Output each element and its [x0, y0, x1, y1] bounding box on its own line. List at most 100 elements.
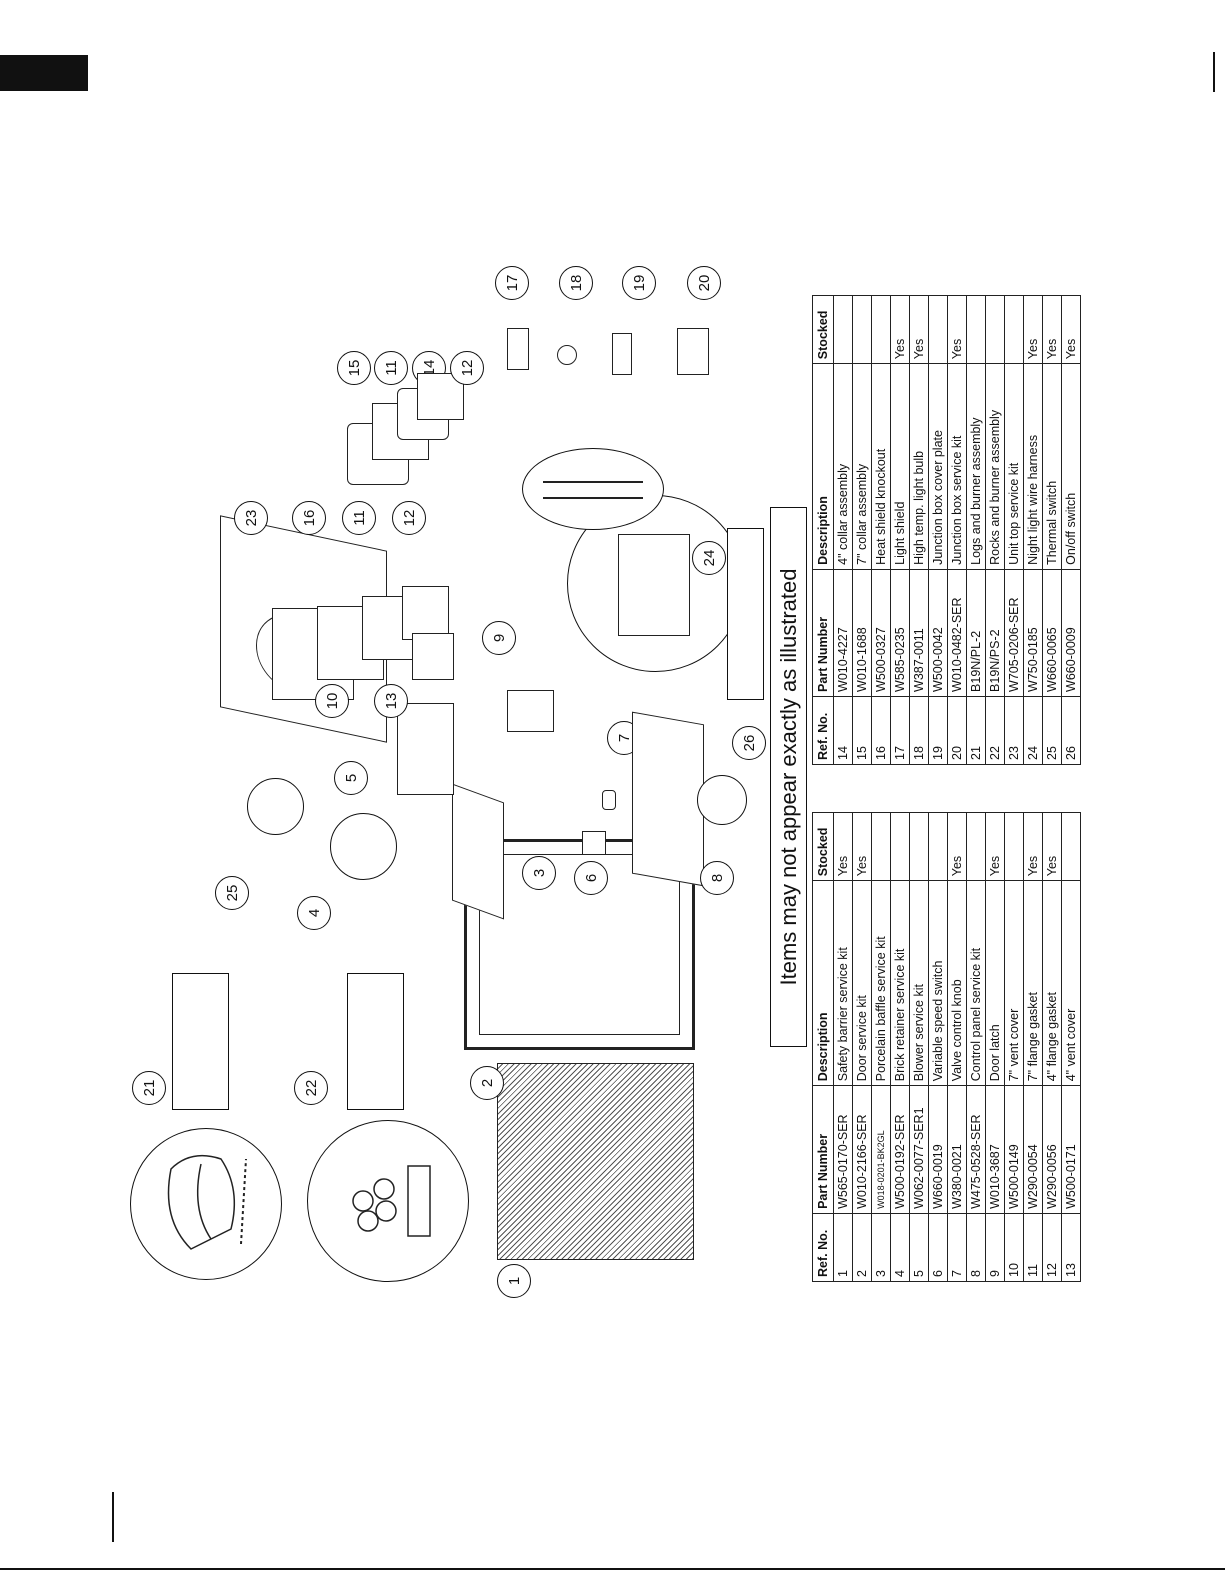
cell-ref: 18: [909, 696, 929, 765]
callout-19: 19: [622, 266, 656, 300]
porcelain-baffle-part: [452, 783, 504, 920]
cell-stocked: Yes: [1023, 295, 1043, 364]
cell-description: 4" flange gasket: [1042, 880, 1062, 1086]
parts-table-left: Ref. No. Part Number Description Stocked…: [812, 812, 1081, 1282]
variable-speed-switch-part: [582, 831, 606, 855]
cell-stocked: Yes: [833, 812, 853, 881]
cell-part-number: B19N/PL-2: [966, 569, 986, 697]
valve-assembly-label-box: [727, 528, 764, 700]
callout-1: 1: [497, 1264, 531, 1298]
callout-15: 15: [337, 351, 371, 385]
cell-description: Blower service kit: [909, 880, 929, 1086]
cell-description: Unit top service kit: [1004, 363, 1024, 570]
cell-ref: 25: [1042, 696, 1062, 765]
cell-stocked: Yes: [852, 812, 872, 881]
section-tab-marker: [0, 55, 88, 91]
cell-stocked: [909, 812, 929, 881]
cell-description: Control panel service kit: [966, 880, 986, 1086]
cell-part-number: W010-2166-SER: [852, 1085, 872, 1214]
on-off-switch-detail: [697, 775, 747, 825]
cell-ref: 5: [909, 1213, 929, 1282]
rocks-illustration: [352, 1165, 431, 1237]
header-description: Description: [812, 880, 834, 1086]
cell-ref: 16: [871, 696, 891, 765]
control-panel-part: [632, 711, 704, 887]
header-ref: Ref. No.: [812, 696, 834, 765]
cell-stocked: [966, 812, 986, 881]
cell-ref: 12: [1042, 1213, 1062, 1282]
cell-stocked: [1004, 295, 1024, 364]
callout-11: 11: [342, 501, 376, 535]
cell-ref: 21: [966, 696, 986, 765]
cell-description: 4" collar assembly: [833, 363, 853, 570]
cell-description: Door service kit: [852, 880, 872, 1086]
cell-description: Rocks and burner assembly: [985, 363, 1005, 570]
cell-description: Variable speed switch: [928, 880, 948, 1086]
callout-11b: 11: [374, 351, 408, 385]
cell-ref: 15: [852, 696, 872, 765]
cell-stocked: Yes: [1023, 812, 1043, 881]
cell-stocked: Yes: [947, 295, 967, 364]
cell-part-number: W380-0021: [947, 1085, 967, 1214]
cell-part-number: W010-0482-SER: [947, 569, 967, 697]
door-latch-part: [507, 690, 554, 732]
thermal-switch-detail: [247, 778, 304, 835]
illustration-disclaimer: Items may not appear exactly as illustra…: [770, 507, 807, 1047]
cell-stocked: [966, 295, 986, 364]
cell-description: Junction box cover plate: [928, 363, 948, 570]
logs-burner-detail: [130, 1128, 282, 1280]
cell-part-number: W565-0170-SER: [833, 1085, 853, 1214]
logs-illustration: [167, 1154, 247, 1250]
callout-5: 5: [334, 761, 368, 795]
cell-stocked: Yes: [1042, 295, 1062, 364]
cell-stocked: [928, 812, 948, 881]
cell-ref: 7: [947, 1213, 967, 1282]
cell-ref: 23: [1004, 696, 1024, 765]
cell-stocked: [871, 812, 891, 881]
valve-knob-part: [602, 790, 616, 810]
header-part-number: Part Number: [812, 1085, 834, 1214]
cell-ref: 22: [985, 696, 1005, 765]
callout-13: 13: [374, 684, 408, 718]
header-stocked: Stocked: [812, 812, 834, 881]
cell-part-number: W660-0065: [1042, 569, 1062, 697]
cell-description: High temp. light bulb: [909, 363, 929, 570]
light-bulb-part: [557, 345, 577, 365]
cell-description: Heat shield knockout: [871, 363, 891, 570]
header-description: Description: [812, 363, 834, 570]
footer-tick: [112, 1492, 114, 1542]
cell-stocked: Yes: [947, 812, 967, 881]
header-part-number: Part Number: [812, 569, 834, 697]
cell-ref: 2: [852, 1213, 872, 1282]
cell-part-number: W290-0056: [1042, 1085, 1062, 1214]
callout-2: 2: [470, 1066, 504, 1100]
cell-part-number: W500-0171: [1061, 1085, 1081, 1214]
cell-ref: 11: [1023, 1213, 1043, 1282]
footer-rule: [0, 1568, 1225, 1570]
cell-stocked: Yes: [890, 295, 910, 364]
cell-ref: 6: [928, 1213, 948, 1282]
cell-description: Logs and burner assembly: [966, 363, 986, 570]
callout-10: 10: [315, 684, 349, 718]
callout-22: 22: [294, 1071, 328, 1105]
cell-description: On/off switch: [1061, 363, 1081, 570]
cell-stocked: [985, 295, 1005, 364]
cell-stocked: [871, 295, 891, 364]
edge-tick: [1213, 52, 1215, 92]
header-ref: Ref. No.: [812, 1213, 834, 1282]
light-shield-part: [507, 328, 529, 370]
cell-part-number: W387-0011: [909, 569, 929, 697]
cell-stocked: Yes: [1042, 812, 1062, 881]
